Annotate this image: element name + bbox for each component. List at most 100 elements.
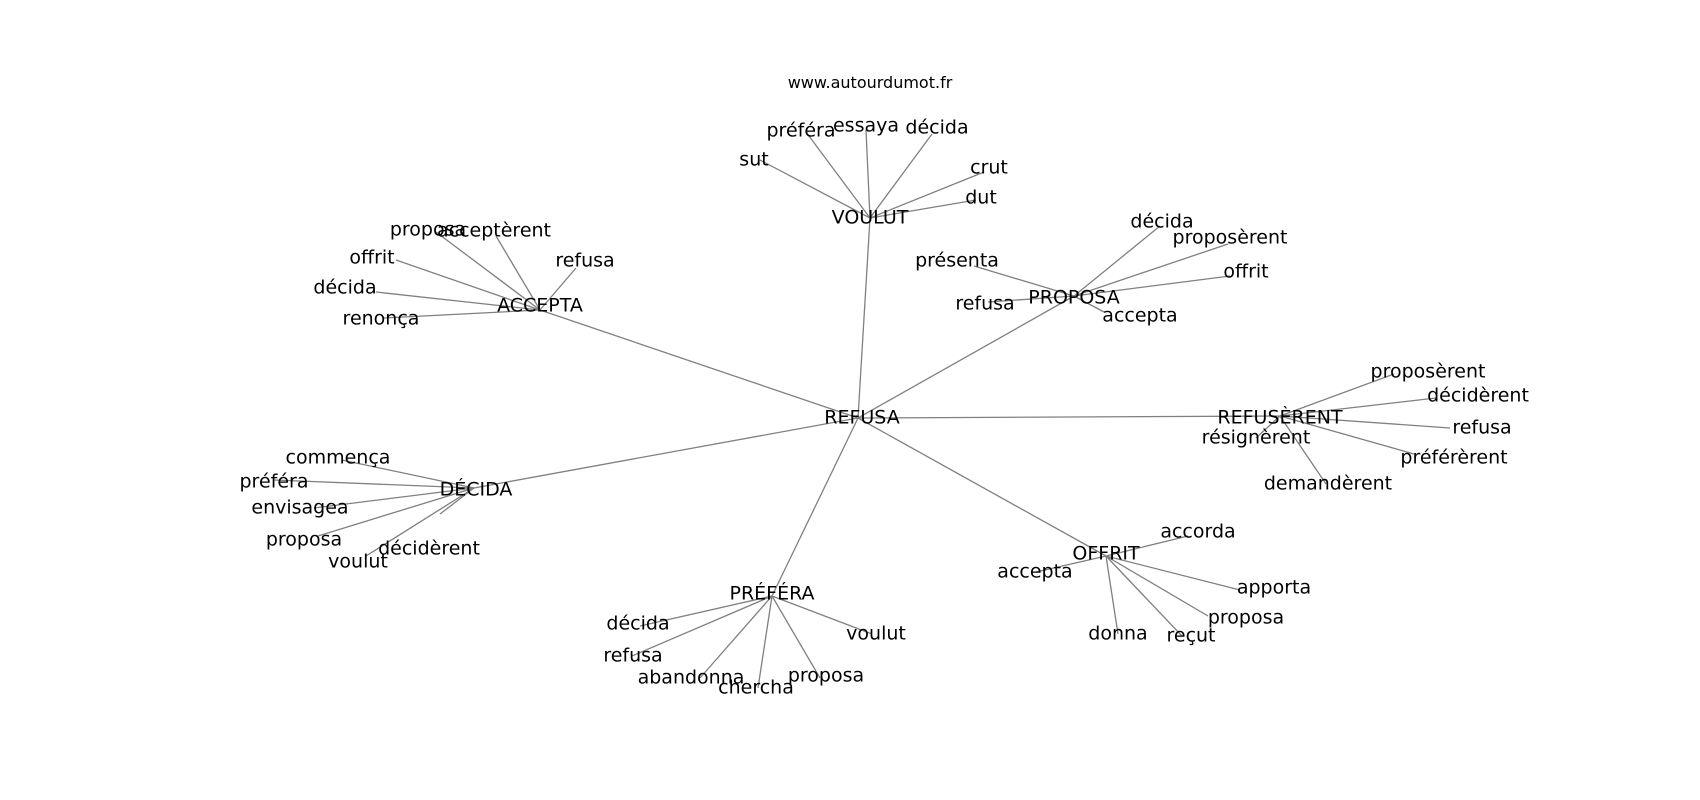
leaf-node[interactable]: reçut <box>1166 625 1215 647</box>
leaf-node[interactable]: refusa <box>555 250 614 272</box>
edge-3-0 <box>1279 373 1395 417</box>
leaf-node[interactable]: proposa <box>266 529 342 551</box>
edge-2-4 <box>987 295 1075 303</box>
leaf-node[interactable]: offrit <box>1223 261 1268 283</box>
edge-3-4 <box>1279 415 1415 455</box>
hub-node[interactable]: VOULUT <box>832 207 909 229</box>
edge-2-0 <box>1073 225 1161 297</box>
leaf-node[interactable]: préférèrent <box>1400 447 1507 469</box>
leaf-node[interactable]: crut <box>970 157 1008 179</box>
edges-layer <box>273 129 1451 689</box>
edge-0-5 <box>869 199 977 219</box>
leaf-node[interactable]: donna <box>1088 623 1147 645</box>
leaf-node[interactable]: préféra <box>767 120 836 142</box>
edge-6-1 <box>771 595 873 635</box>
hub-node[interactable]: PROPOSA <box>1028 287 1119 309</box>
leaf-node[interactable]: accepta <box>997 561 1072 583</box>
leaf-node[interactable]: apporta <box>1237 577 1311 599</box>
leaf-node[interactable]: renonça <box>343 308 420 330</box>
leaf-node[interactable]: présenta <box>915 250 999 272</box>
edge-center-2 <box>857 295 1075 419</box>
edge-4-4 <box>365 487 475 557</box>
edge-0-0 <box>759 159 871 219</box>
leaf-node[interactable]: dut <box>965 187 997 209</box>
edge-center-5 <box>857 417 1107 557</box>
leaf-node[interactable]: chercha <box>718 677 794 699</box>
edge-2-3 <box>1073 275 1231 297</box>
edge-1-2 <box>395 259 541 311</box>
hub-node[interactable]: DÉCIDA <box>440 478 513 501</box>
edge-0-4 <box>869 171 985 219</box>
leaf-node[interactable]: préféra <box>240 471 309 493</box>
edge-center-1 <box>539 309 859 419</box>
leaf-node[interactable]: demandèrent <box>1264 473 1392 495</box>
leaf-node[interactable]: proposa <box>788 665 864 687</box>
center-node[interactable]: REFUSA <box>824 407 899 429</box>
edge-4-2 <box>313 487 475 509</box>
edge-5-2 <box>1105 555 1241 591</box>
edge-5-3 <box>1105 555 1209 617</box>
edge-5-4 <box>1105 555 1119 635</box>
edge-5-1 <box>1035 555 1107 573</box>
leaf-node[interactable]: décida <box>313 277 376 299</box>
leaf-node[interactable]: accorda <box>1160 521 1235 543</box>
leaf-node[interactable]: refusa <box>603 645 662 667</box>
leaf-node[interactable]: décidèrent <box>378 538 480 560</box>
leaf-node[interactable]: acceptèrent <box>437 220 551 242</box>
leaf-node[interactable]: abandonna <box>638 667 745 689</box>
edge-6-3 <box>699 595 773 679</box>
edge-5-5 <box>1105 555 1183 637</box>
edge-1-3 <box>539 267 577 311</box>
leaf-node[interactable]: résignèrent <box>1202 427 1311 449</box>
edge-3-3 <box>1255 415 1281 439</box>
leaf-node[interactable]: essaya <box>833 115 899 137</box>
leaf-node[interactable]: décida <box>1130 211 1193 233</box>
edge-4-0 <box>341 459 475 489</box>
site-url: www.autourdumot.fr <box>788 73 953 92</box>
leaf-node[interactable]: proposèrent <box>1173 227 1288 249</box>
hub-node[interactable]: PRÉFÉRA <box>729 582 814 605</box>
leaf-node[interactable]: proposa <box>390 219 466 241</box>
edge-center-3 <box>857 415 1281 419</box>
leaf-node[interactable]: décidèrent <box>1427 385 1529 407</box>
leaf-node[interactable]: accepta <box>1102 305 1177 327</box>
leaf-node[interactable]: refusa <box>955 293 1014 315</box>
leaf-node[interactable]: sut <box>739 149 768 171</box>
hub-node[interactable]: ACCEPTA <box>497 295 583 317</box>
hub-node[interactable]: OFFRIT <box>1072 543 1140 565</box>
edge-0-3 <box>869 133 933 219</box>
edge-6-5 <box>771 595 821 679</box>
edge-1-0 <box>435 231 541 311</box>
edge-2-2 <box>973 265 1075 297</box>
edge-center-4 <box>473 417 859 489</box>
edge-1-5 <box>383 309 541 319</box>
edge-3-2 <box>1279 415 1451 429</box>
leaf-node[interactable]: voulut <box>328 551 388 573</box>
edge-3-5 <box>1279 415 1327 485</box>
edge-2-5 <box>1073 295 1105 313</box>
edge-3-1 <box>1279 397 1437 417</box>
edge-5-0 <box>1105 535 1189 557</box>
edge-1-4 <box>375 291 541 311</box>
hub-node[interactable]: REFUSÈRENT <box>1217 406 1343 429</box>
leaf-node[interactable]: refusa <box>1452 417 1511 439</box>
edge-6-2 <box>631 595 773 657</box>
edge-4-5 <box>439 487 475 515</box>
edge-0-2 <box>865 129 871 219</box>
leaf-node[interactable]: proposa <box>1208 607 1284 629</box>
leaf-node[interactable]: proposèrent <box>1371 361 1486 383</box>
edge-6-0 <box>639 595 773 627</box>
leaf-node[interactable]: commença <box>286 447 391 469</box>
leaf-node[interactable]: voulut <box>846 623 906 645</box>
edge-6-4 <box>757 595 773 689</box>
edge-4-3 <box>317 487 475 537</box>
leaf-node[interactable]: décida <box>606 613 669 635</box>
edge-0-1 <box>805 131 871 219</box>
leaf-node[interactable]: décida <box>905 117 968 139</box>
edge-1-1 <box>495 235 541 311</box>
leaf-node[interactable]: offrit <box>349 247 394 269</box>
edge-center-6 <box>771 417 859 597</box>
leaf-node[interactable]: envisagea <box>251 497 348 519</box>
